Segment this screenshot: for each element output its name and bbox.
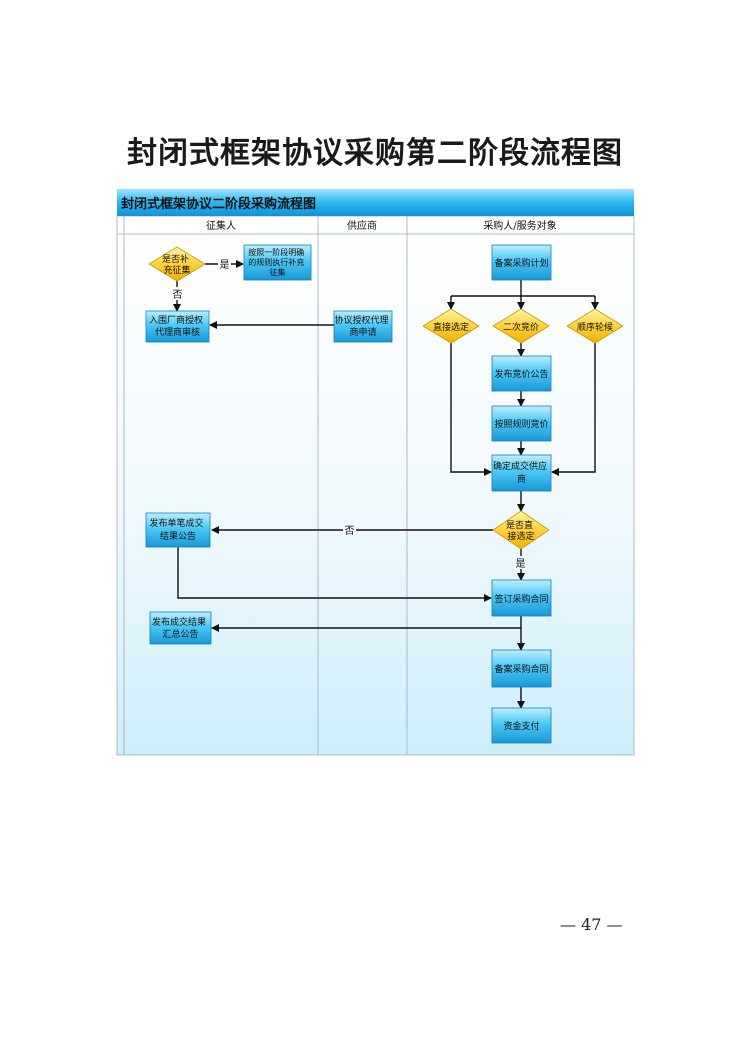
edge-rotation-to-confirm [551,343,596,476]
decision-direct-select: 直接选定 [422,308,480,344]
edge-label-yes-1: 是 [220,259,230,271]
svg-text:协议授权代理 商申请: 协议授权代理 商申请 [335,314,392,338]
process-sign-contract: 签订采购合同 [491,579,552,617]
decision-rotation: 顺序轮候 [566,308,624,344]
svg-text:发布竞价公告: 发布竞价公告 [494,368,548,380]
svg-text:直接选定: 直接选定 [433,321,469,333]
lane-label-collector: 征集人 [206,219,236,232]
process-agent-apply: 协议授权代理 商申请 [333,310,393,343]
edge-single-to-contract [177,547,492,602]
svg-text:顺序轮候: 顺序轮候 [577,321,613,333]
lane-label-supplier: 供应商 [347,219,377,232]
edge-label-no-2: 否 [345,525,355,537]
process-rules-supplement: 按照一阶段明确 的规则执行补充 征集 [243,244,312,281]
svg-text:发布单笔成交 结果公告: 发布单笔成交 结果公告 [150,517,207,542]
decision-is-direct: 是否直 接选定 [492,510,550,550]
svg-text:发布成交结果 汇总公告: 发布成交结果 汇总公告 [152,616,209,640]
process-record-plan: 备案采购计划 [491,244,552,281]
page-number: — 47 — [560,915,623,934]
edge-direct-to-confirm [450,343,492,476]
process-publish-single-result: 发布单笔成交 结果公告 [145,512,211,548]
svg-text:是否补 充征集: 是否补 充征集 [162,253,192,276]
svg-text:签订采购合同: 签订采购合同 [494,593,548,605]
edge-label-yes-2: 是 [516,558,526,570]
diagram-header-title: 封闭式框架协议二阶段采购流程图 [121,196,316,212]
edge-label-no-1: 否 [173,289,183,301]
svg-text:入围厂商授权 代理商审核: 入围厂商授权 代理商审核 [149,314,206,338]
diagram-body [116,215,635,756]
svg-text:按照一阶段明确 的规则执行补充 征集: 按照一阶段明确 的规则执行补充 征集 [248,247,307,277]
svg-text:按照规则竞价: 按照规则竞价 [494,418,548,430]
lane-label-purchaser: 采购人/服务对象 [483,219,556,232]
process-confirm-supplier: 确定成交供应 商 [491,454,552,492]
svg-text:备案采购计划: 备案采购计划 [494,257,548,269]
decision-is-supplementary: 是否补 充征集 [148,246,206,282]
svg-text:是否直 接选定: 是否直 接选定 [506,519,536,542]
svg-text:确定成交供应 商: 确定成交供应 商 [493,460,550,485]
svg-text:资金支付: 资金支付 [503,720,539,732]
process-record-contract: 备案采购合同 [491,649,552,688]
svg-text:备案采购合同: 备案采购合同 [494,663,548,675]
diagram-header [117,189,634,216]
page-title: 封闭式框架协议采购第二阶段流程图 [127,136,623,171]
decision-second-bid: 二次竞价 [492,308,550,344]
process-publish-summary: 发布成交结果 汇总公告 [149,611,212,645]
process-enter-review: 入围厂商授权 代理商审核 [145,310,210,343]
process-payment: 资金支付 [491,707,552,744]
process-bid-by-rules: 按照规则竞价 [491,405,552,442]
svg-text:二次竞价: 二次竞价 [503,321,539,333]
process-publish-bid-notice: 发布竞价公告 [491,355,552,392]
